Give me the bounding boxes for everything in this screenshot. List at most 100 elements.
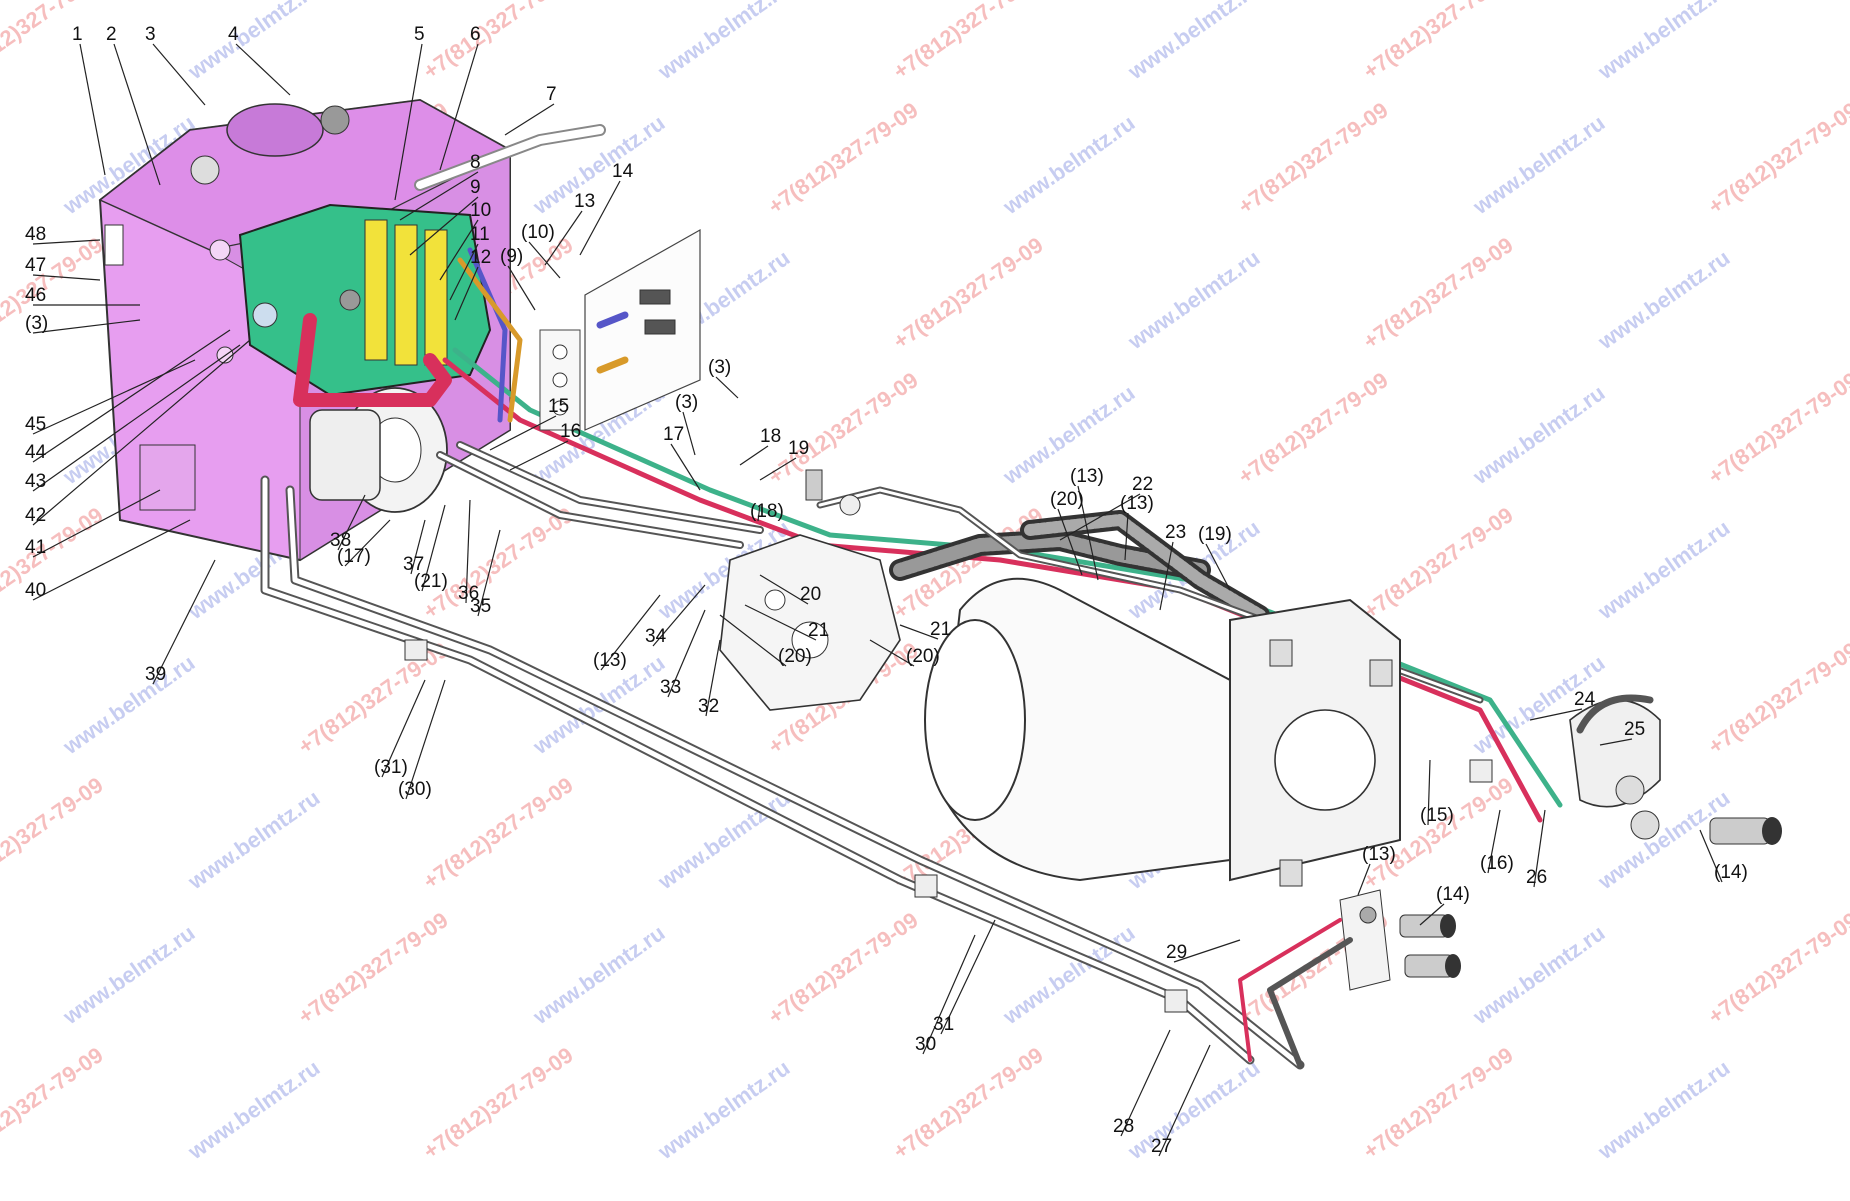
- watermark-text: +7(812)327-79-09: [889, 0, 1048, 84]
- part-label: (18): [750, 501, 784, 522]
- leader-line: [705, 639, 721, 717]
- leader-line: [759, 457, 797, 481]
- watermark-text: www.belmtz.ru: [653, 1055, 795, 1165]
- leader-line: [394, 43, 423, 201]
- watermark-text: www.belmtz.ru: [183, 785, 325, 895]
- leader-line: [32, 489, 161, 558]
- part-label: (13): [1070, 466, 1104, 487]
- watermark-text: +7(812)327-79-09: [0, 1042, 108, 1164]
- leader-line: [1699, 829, 1723, 883]
- leader-line: [32, 274, 101, 281]
- leader-line: [1599, 738, 1633, 746]
- leader-line: [1159, 541, 1174, 611]
- filler-cap: [190, 155, 220, 185]
- watermark-text: www.belmtz.ru: [653, 0, 795, 85]
- leader-line: [922, 934, 976, 1055]
- part-label: (19): [1198, 524, 1232, 545]
- watermark-text: +7(812)327-79-09: [764, 97, 923, 219]
- part-label: (20): [906, 646, 940, 667]
- part-label: 34: [645, 626, 667, 647]
- part-label: (17): [337, 546, 371, 567]
- leader-line: [652, 584, 706, 647]
- part-label: 13: [574, 191, 595, 212]
- part-label: (14): [1436, 884, 1470, 905]
- part-label: (13): [1362, 844, 1396, 865]
- leader-line: [32, 319, 141, 334]
- fitting-17: [805, 469, 861, 516]
- filter-cover: [226, 103, 324, 157]
- part-label: 47: [25, 255, 46, 276]
- leader-line: [1059, 493, 1141, 541]
- part-label: 7: [546, 84, 557, 105]
- watermark-text: www.belmtz.ru: [1123, 1055, 1265, 1165]
- watermark-text: www.belmtz.ru: [1123, 245, 1265, 355]
- part-label: 1: [72, 24, 83, 45]
- watermark-text: +7(812)327-79-09: [419, 1042, 578, 1164]
- leader-line: [739, 445, 769, 466]
- leader-line: [381, 679, 426, 778]
- part-label: 28: [1113, 1116, 1134, 1137]
- watermark-text: +7(812)327-79-09: [1704, 637, 1850, 759]
- part-label: 16: [560, 421, 581, 442]
- hydraulic-pump: [309, 387, 448, 513]
- part-label: 4: [228, 24, 239, 45]
- part-label: 15: [548, 396, 569, 417]
- leader-line: [32, 329, 231, 463]
- part-label: 10: [470, 200, 491, 221]
- watermark-text: +7(812)327-79-09: [1704, 97, 1850, 219]
- watermark-text: www.belmtz.ru: [1593, 245, 1735, 355]
- leader-line: [744, 604, 817, 641]
- part-label: (10): [521, 222, 555, 243]
- pipe-clamps: [404, 639, 1493, 1013]
- leader-line: [1205, 543, 1231, 591]
- part-label: 38: [330, 530, 351, 551]
- leader-line: [715, 376, 739, 399]
- watermark-text: +7(812)327-79-09: [1234, 97, 1393, 219]
- part-label: 32: [698, 696, 719, 717]
- leader-line: [719, 614, 787, 667]
- watermark-text: www.belmtz.ru: [1468, 110, 1610, 220]
- watermark-text: +7(812)327-79-09: [294, 637, 453, 759]
- leader-line: [869, 639, 915, 667]
- leader-line: [1533, 809, 1546, 888]
- watermark-text: www.belmtz.ru: [1468, 380, 1610, 490]
- long-drain-pipes: [260, 475, 1305, 1070]
- rear-outlet-block: [1569, 694, 1661, 840]
- leader-line: [421, 504, 446, 592]
- watermark-text: www.belmtz.ru: [183, 1055, 325, 1165]
- watermark-text: +7(812)327-79-09: [0, 232, 108, 354]
- part-label: 27: [1151, 1136, 1172, 1157]
- part-label: 12: [470, 247, 491, 268]
- suction-pipe: [293, 313, 452, 407]
- watermark-text: +7(812)327-79-09: [889, 1042, 1048, 1164]
- rear-cylinder: [924, 577, 1401, 887]
- part-label: 21: [808, 620, 829, 641]
- watermark-text: www.belmtz.ru: [1123, 0, 1265, 85]
- watermark-text: +7(812)327-79-09: [1359, 232, 1518, 354]
- watermark-text: +7(812)327-79-09: [1704, 907, 1850, 1029]
- leader-line: [399, 171, 479, 221]
- control-lines: [436, 441, 764, 549]
- pipe-green-front: [452, 347, 1013, 553]
- watermark-text: www.belmtz.ru: [58, 650, 200, 760]
- leader-line: [449, 243, 479, 301]
- leader-line: [509, 440, 569, 471]
- part-label: 44: [25, 442, 47, 463]
- part-label: 18: [760, 426, 781, 447]
- watermark-text: www.belmtz.ru: [528, 920, 670, 1030]
- pipe-27: [1267, 937, 1353, 1068]
- watermark-text: www.belmtz.ru: [998, 380, 1140, 490]
- part-label: (3): [708, 357, 731, 378]
- leader-lines: [32, 43, 1723, 1157]
- part-label: 42: [25, 505, 46, 526]
- side-cover-plate: [139, 444, 196, 511]
- part-label: (21): [414, 571, 448, 592]
- pipe-28: [1238, 918, 1342, 1062]
- watermark-text: +7(812)327-79-09: [889, 232, 1048, 354]
- part-label: 8: [470, 152, 481, 173]
- part-label: (20): [1050, 489, 1084, 510]
- watermark-text: +7(812)327-79-09: [1234, 367, 1393, 489]
- part-label: 41: [25, 537, 46, 558]
- watermark-text: www.belmtz.ru: [1593, 1055, 1735, 1165]
